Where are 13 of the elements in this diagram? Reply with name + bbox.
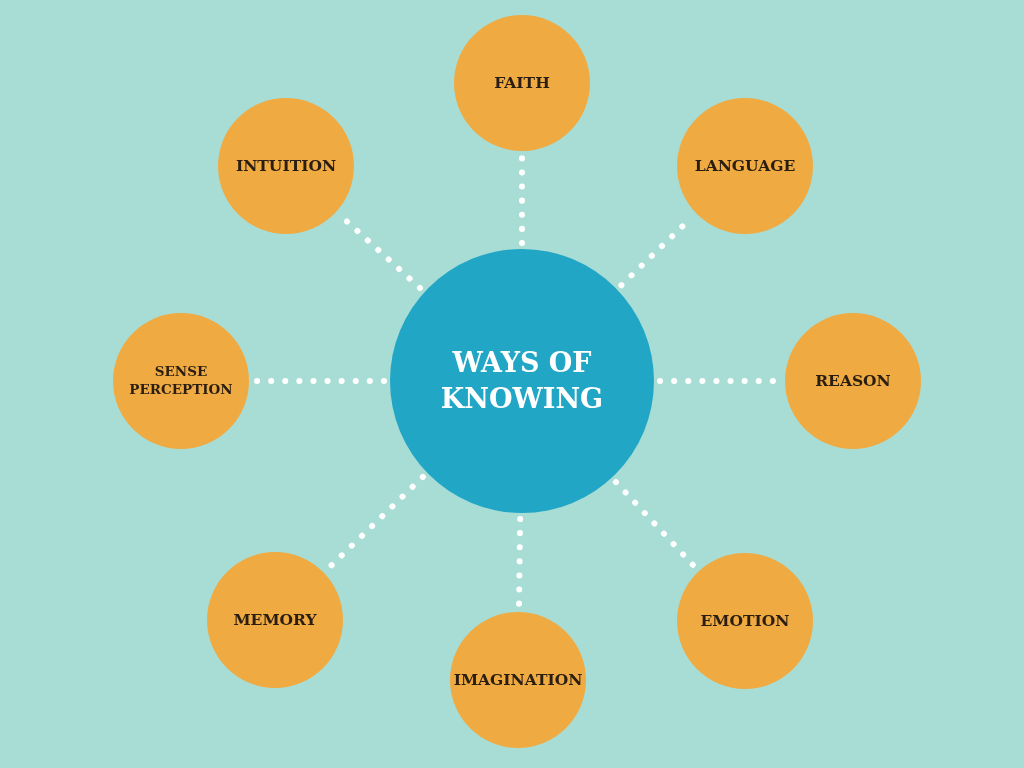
node-label: WAYS OF KNOWING <box>439 345 605 416</box>
node-label: FAITH <box>494 72 550 94</box>
node-label: MEMORY <box>233 609 317 631</box>
node-label: REASON <box>815 370 891 392</box>
dotted-connector <box>519 154 525 246</box>
node-label: SENSE PERCEPTION <box>128 363 234 399</box>
dotted-connector <box>252 378 387 384</box>
node-label: EMOTION <box>700 610 790 632</box>
node-label: INTUITION <box>235 155 337 177</box>
node-label: LANGUAGE <box>694 155 796 177</box>
node-label: IMAGINATION <box>453 669 583 691</box>
dotted-connector <box>612 479 698 570</box>
dotted-connector <box>516 516 524 609</box>
